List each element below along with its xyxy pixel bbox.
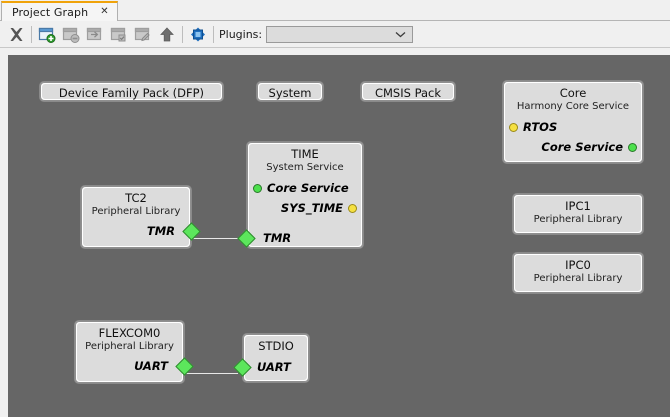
connection-flexcom0-uart-to-stdio-uart[interactable] — [182, 373, 238, 374]
node-title: IPC1 — [565, 199, 591, 213]
port-time-sys-time[interactable]: SYS_TIME — [249, 198, 361, 218]
node-time[interactable]: TIME System Service Core Service SYS_TIM… — [237, 141, 364, 249]
node-subtitle: Peripheral Library — [533, 273, 623, 284]
chevron-down-icon — [395, 32, 406, 38]
new-component-button[interactable] — [35, 23, 59, 47]
port-dot-yellow-icon — [348, 203, 357, 213]
port-label: TMR — [263, 231, 292, 245]
port-label: RTOS — [523, 120, 558, 134]
node-ipc0[interactable]: IPC0 Peripheral Library — [512, 252, 644, 294]
port-label: UART — [257, 360, 291, 374]
tab-bar: Project Graph ✕ — [0, 0, 670, 21]
node-title: Core — [559, 86, 587, 100]
window-add-icon — [38, 27, 56, 43]
tab-label: Project Graph — [12, 5, 89, 19]
node-cmsis-pack[interactable]: CMSIS Pack — [360, 81, 456, 102]
node-subtitle: System Service — [266, 162, 344, 173]
node-title: STDIO — [258, 339, 294, 353]
node-tc2[interactable]: TC2 Peripheral Library TMR — [80, 185, 201, 249]
port-label: Core Service — [267, 181, 349, 195]
connection-tc2-tmr-to-time-tmr[interactable] — [190, 238, 242, 239]
node-system[interactable]: System — [256, 81, 324, 102]
port-label: Core Service — [541, 140, 623, 154]
port-time-core-service[interactable]: Core Service — [249, 178, 361, 198]
node-title: TIME — [291, 147, 319, 161]
port-dot-green-icon — [253, 183, 262, 193]
window-import-icon — [86, 27, 102, 41]
node-title: Device Family Pack (DFP) — [58, 85, 205, 100]
node-subtitle: Harmony Core Service — [516, 101, 630, 112]
toolbar-separator-3 — [213, 26, 214, 43]
port-core-rtos[interactable]: RTOS — [505, 117, 641, 137]
port-label: UART — [134, 359, 168, 373]
toolbar: Plugins: — [0, 21, 670, 48]
port-time-tmr[interactable]: TMR — [237, 228, 361, 248]
fit-to-view-button[interactable] — [186, 23, 210, 47]
node-device-family-pack[interactable]: Device Family Pack (DFP) — [39, 81, 224, 102]
port-dot-yellow-icon — [509, 122, 518, 132]
node-stdio[interactable]: STDIO UART — [233, 333, 310, 383]
window-remove-icon — [62, 27, 80, 43]
port-diamond-green-icon — [237, 229, 256, 248]
delete-button[interactable] — [4, 23, 28, 47]
verify-component-button[interactable] — [107, 23, 131, 47]
remove-component-button[interactable] — [59, 23, 83, 47]
node-title: CMSIS Pack — [374, 85, 442, 100]
node-title: FLEXCOM0 — [98, 326, 161, 340]
port-dot-green-icon — [628, 142, 637, 152]
node-subtitle: Peripheral Library — [533, 214, 623, 225]
arrow-up-icon — [160, 27, 174, 42]
import-component-button[interactable] — [83, 23, 107, 47]
port-core-core-service[interactable]: Core Service — [505, 137, 641, 157]
window-edit-icon — [134, 27, 150, 42]
node-subtitle: Peripheral Library — [85, 341, 174, 352]
port-label: TMR — [146, 224, 175, 238]
port-stdio-uart[interactable]: UART — [233, 357, 307, 377]
tab-project-graph[interactable]: Project Graph ✕ — [1, 1, 118, 21]
node-flexcom0[interactable]: FLEXCOM0 Peripheral Library UART — [74, 320, 194, 384]
node-title: System — [268, 85, 312, 100]
plugins-label: Plugins: — [219, 28, 263, 41]
x-delete-icon — [10, 28, 22, 41]
node-title: TC2 — [125, 191, 147, 205]
toolbar-separator — [31, 26, 32, 43]
port-flexcom0-uart[interactable]: UART — [77, 356, 194, 376]
node-ipc1[interactable]: IPC1 Peripheral Library — [512, 193, 644, 235]
node-core[interactable]: Core Harmony Core Service RTOS Core Serv… — [502, 80, 644, 164]
edit-component-button[interactable] — [131, 23, 155, 47]
port-label: SYS_TIME — [280, 201, 343, 215]
plugins-dropdown[interactable] — [266, 26, 414, 43]
node-title: IPC0 — [565, 258, 591, 272]
close-x-icon[interactable]: ✕ — [100, 6, 109, 17]
move-up-button[interactable] — [155, 23, 179, 47]
window-check-icon — [110, 27, 126, 42]
toolbar-separator-2 — [182, 26, 183, 43]
graph-canvas[interactable]: Device Family Pack (DFP) System CMSIS Pa… — [8, 55, 670, 417]
fit-to-view-icon — [191, 27, 205, 42]
node-subtitle: Peripheral Library — [91, 206, 181, 217]
port-tc2-tmr[interactable]: TMR — [83, 221, 201, 241]
